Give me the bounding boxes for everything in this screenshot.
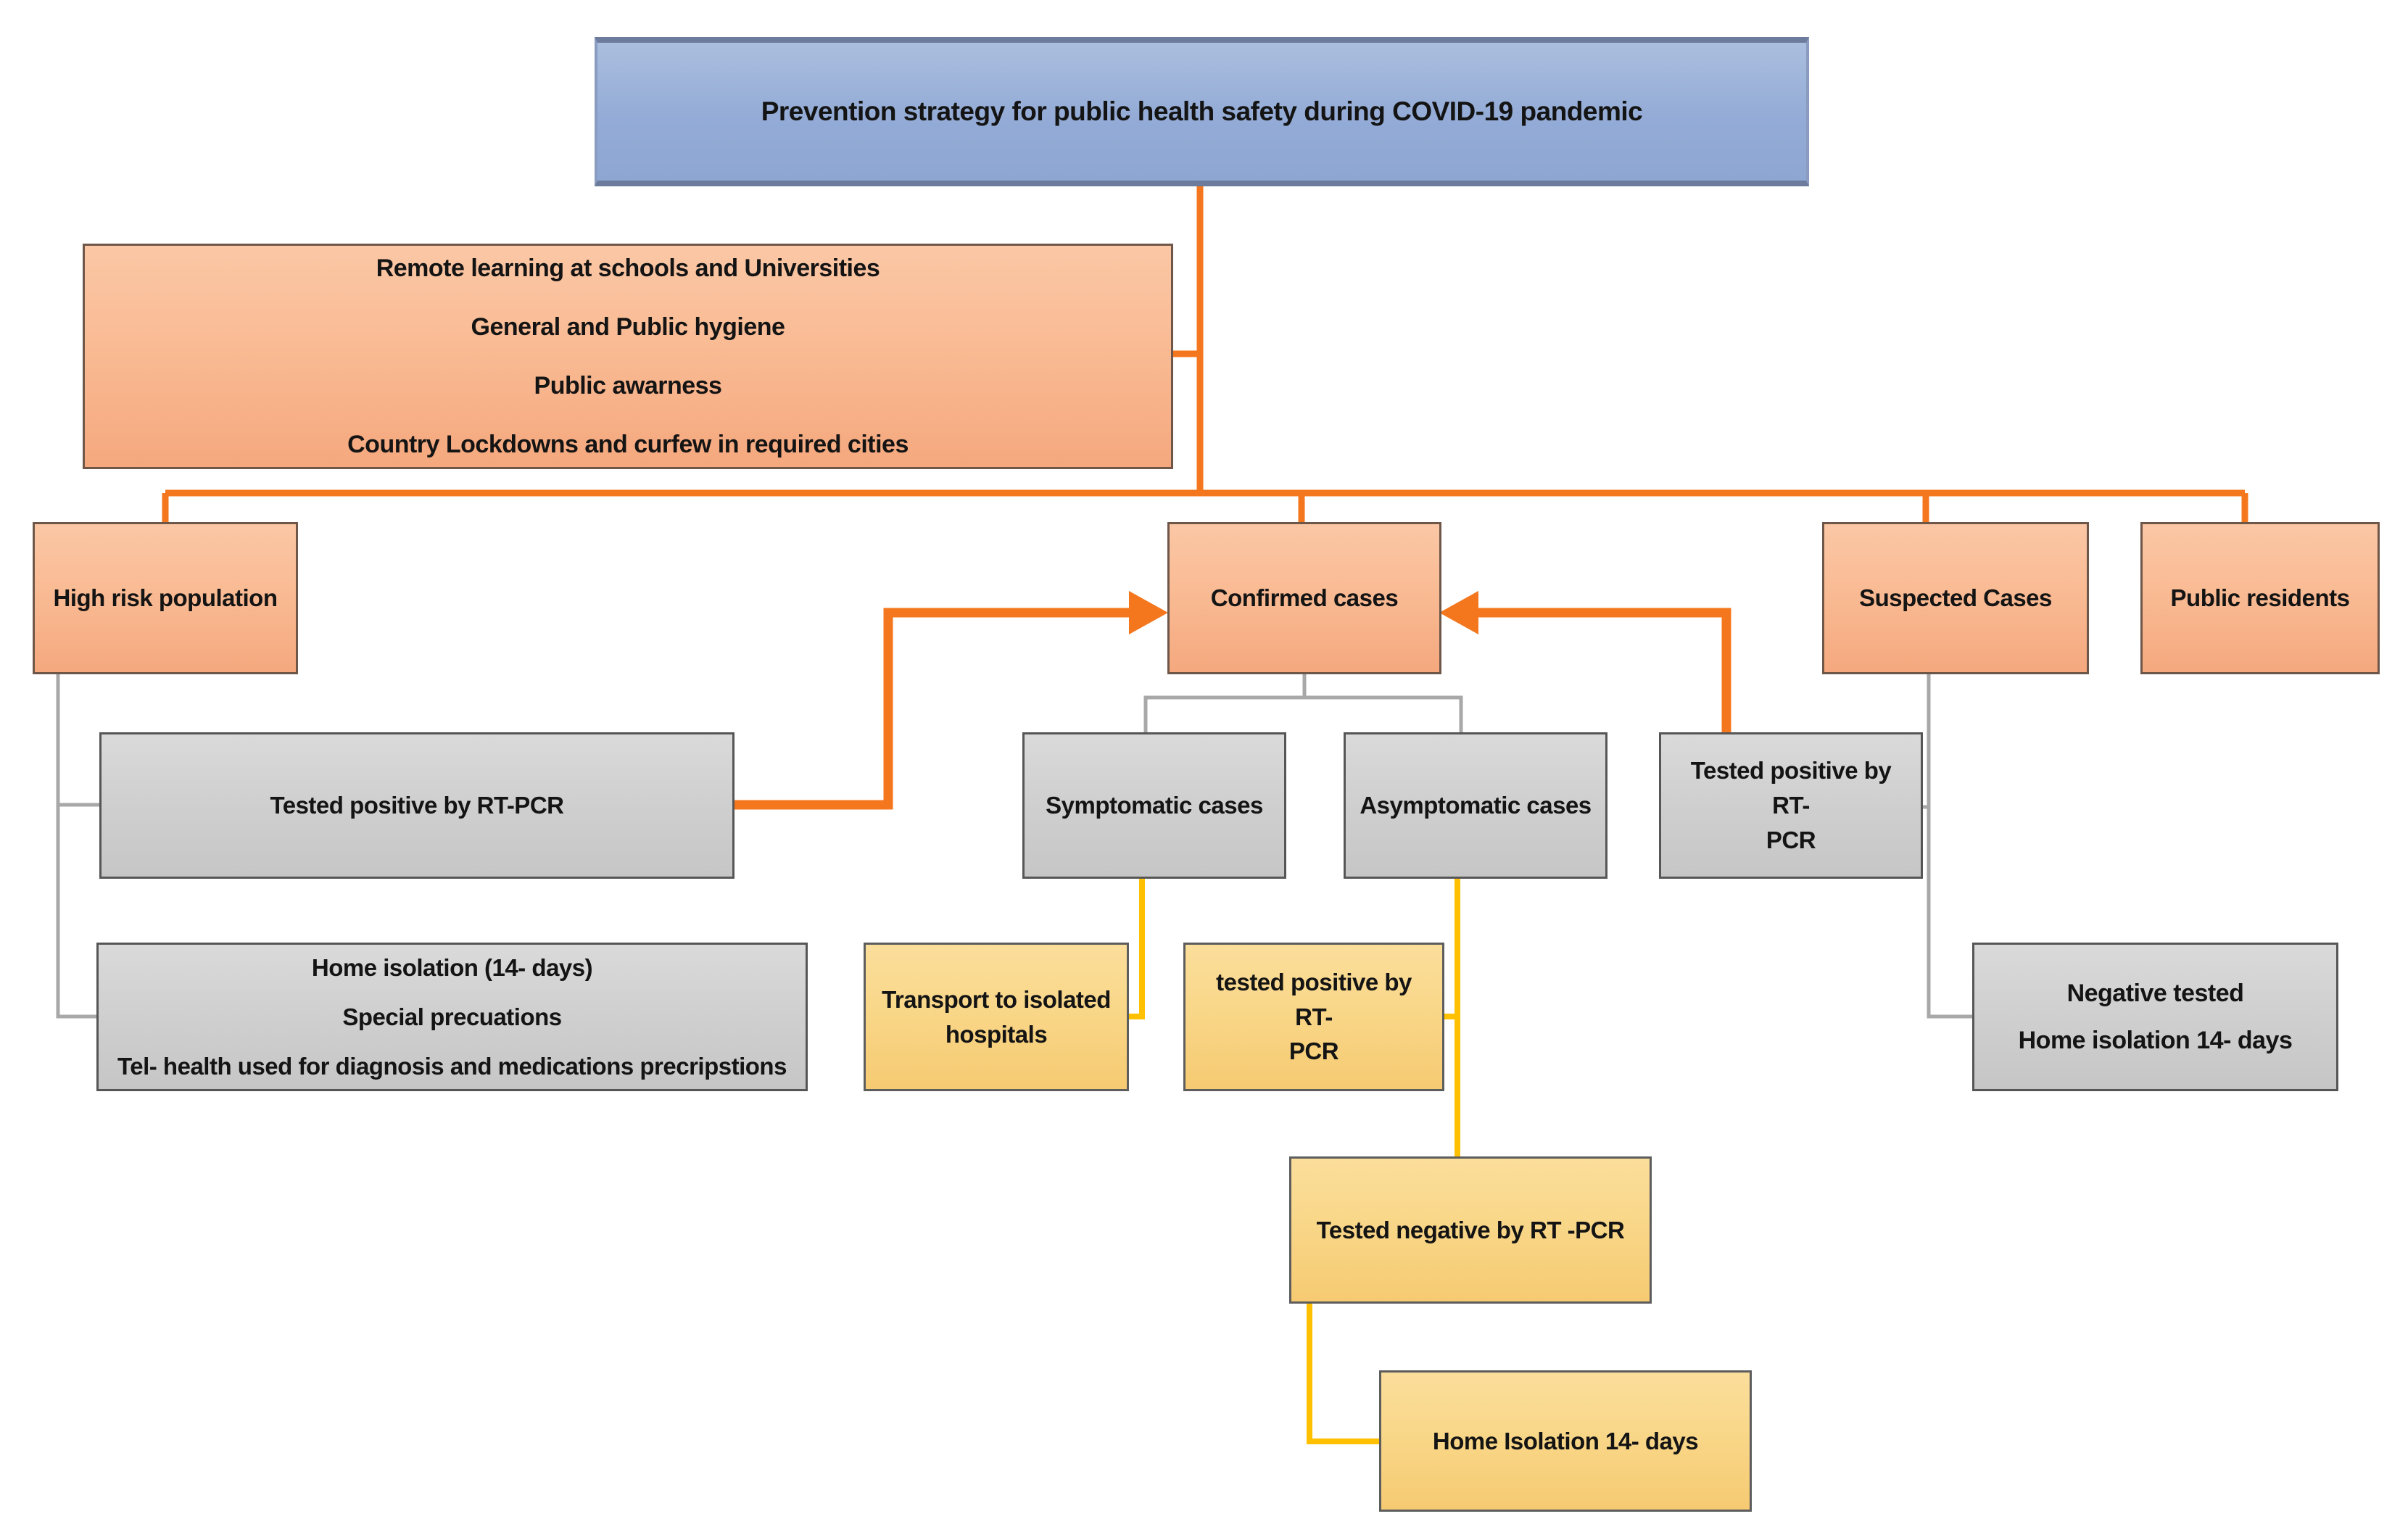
symptomatic-cases-label: Symptomatic cases: [1046, 792, 1263, 819]
measures-line-3: Public awarness: [534, 371, 722, 400]
measures-line-2: General and Public hygiene: [471, 312, 785, 341]
suspected-cases-label: Suspected Cases: [1859, 584, 2052, 611]
node-tested-negative: Tested negative by RT -PCR: [1289, 1156, 1652, 1304]
asymptomatic-cases-label: Asymptomatic cases: [1360, 792, 1592, 819]
node-public-residents: Public residents: [2140, 522, 2380, 674]
node-asymptomatic-cases: Asymptomatic cases: [1344, 732, 1607, 879]
node-suspected-cases: Suspected Cases: [1822, 522, 2089, 674]
tested-positive-suspected-line-1: Tested positive by RT-: [1690, 757, 1892, 819]
tested-positive-asymptomatic-line-1: tested positive by RT-: [1216, 968, 1412, 1030]
node-home-isolation-final: Home Isolation 14- days: [1379, 1370, 1752, 1512]
node-negative-tested: Negative tested Home isolation 14- days: [1972, 943, 2338, 1091]
arrow-line-highrisk-to-confirmed: [735, 608, 1129, 810]
transport-line-1: Transport to isolated: [882, 985, 1111, 1013]
transport-line-2: hospitals: [945, 1020, 1048, 1048]
tested-positive-suspected-line-2: PCR: [1766, 826, 1816, 853]
measures-line-1: Remote learning at schools and Universit…: [376, 254, 880, 282]
tested-positive-highrisk-label: Tested positive by RT-PCR: [270, 792, 564, 819]
measures-line-4: Country Lockdowns and curfew in required…: [347, 430, 909, 458]
tested-positive-asymptomatic-line-2: PCR: [1288, 1038, 1339, 1065]
node-confirmed-cases: Confirmed cases: [1167, 522, 1441, 674]
connector-symptomatic-to-transport: [1129, 879, 1145, 1019]
node-tested-positive-highrisk: Tested positive by RT-PCR: [99, 732, 735, 879]
node-home-isolation-highrisk: Home isolation (14- days) Special precua…: [96, 943, 808, 1091]
home-isolation-highrisk-line-3: Tel- health used for diagnosis and medic…: [117, 1052, 787, 1080]
negative-tested-line-1: Negative tested: [2066, 979, 2244, 1007]
connector-negative-to-homeisolation: [1307, 1304, 1379, 1444]
confirmed-cases-label: Confirmed cases: [1210, 584, 1399, 611]
home-isolation-final-label: Home Isolation 14- days: [1432, 1427, 1699, 1454]
home-isolation-highrisk-line-1: Home isolation (14- days): [311, 953, 593, 981]
high-risk-label: High risk population: [53, 584, 278, 611]
home-isolation-highrisk-line-2: Special precuations: [342, 1003, 562, 1030]
negative-tested-line-2: Home isolation 14- days: [2018, 1026, 2293, 1054]
node-transport-isolated-hospitals: Transport to isolated hospitals: [864, 943, 1129, 1091]
arrowhead-right-icon: [1129, 591, 1168, 634]
node-high-risk-population: High risk population: [33, 522, 298, 674]
node-symptomatic-cases: Symptomatic cases: [1022, 732, 1286, 879]
arrow-line-suspected-to-confirmed: [1478, 608, 1731, 734]
node-measures: Remote learning at schools and Universit…: [83, 244, 1173, 469]
arrowhead-left-icon: [1439, 591, 1478, 634]
tested-negative-label: Tested negative by RT -PCR: [1316, 1216, 1625, 1243]
node-tested-positive-asymptomatic: tested positive by RT- PCR: [1183, 943, 1444, 1091]
node-tested-positive-suspected: Tested positive by RT- PCR: [1659, 732, 1923, 879]
node-title: Prevention strategy for public health sa…: [595, 37, 1809, 186]
connector-suspected-branch: [1927, 674, 1972, 1019]
public-residents-label: Public residents: [2170, 584, 2350, 611]
connector-highrisk-branch: [56, 674, 96, 1019]
connector-confirmed-bracket: [1143, 695, 1463, 732]
node-title-label: Prevention strategy for public health sa…: [761, 96, 1643, 126]
